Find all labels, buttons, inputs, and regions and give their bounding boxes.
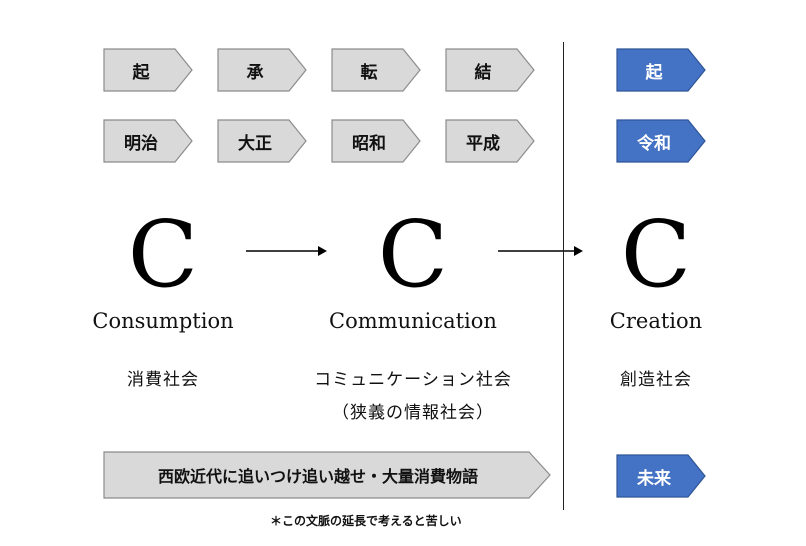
- modern-narrative-banner: 西欧近代に追いつけ追い越せ・大量消費物語: [103, 451, 551, 499]
- phase-chevron-3: 転: [331, 48, 421, 92]
- era-divider: [563, 42, 564, 510]
- future-chevron: 未来: [616, 454, 706, 498]
- era-chevron-3: 昭和: [331, 119, 421, 163]
- stage-english-creation: Creation: [609, 309, 703, 333]
- footnote: ＊この文脈の延長で考えると苦しい: [270, 514, 462, 528]
- future-phase-chevron: 起: [616, 48, 706, 92]
- stage-japanese-creation: 創造社会: [620, 370, 692, 390]
- stage-letter-consumption: C: [127, 201, 199, 308]
- future-label: 未来: [637, 468, 671, 489]
- phase-chevron-4: 結: [445, 48, 535, 92]
- era-label: 昭和: [352, 133, 386, 154]
- era-label: 明治: [124, 133, 158, 154]
- era-label: 平成: [466, 133, 500, 154]
- stage-english-consumption: Consumption: [92, 309, 234, 333]
- phase-label: 結: [474, 62, 492, 83]
- stage-japanese-communication: コミュニケーション社会: [314, 370, 512, 390]
- right-arrow-icon: [246, 246, 327, 256]
- future-phase-label: 起: [645, 62, 663, 83]
- stage-letter-creation: C: [620, 201, 692, 308]
- era-chevron-2: 大正: [217, 119, 307, 163]
- future-era-label: 令和: [637, 133, 671, 154]
- era-label: 大正: [238, 133, 272, 154]
- banner-label: 西欧近代に追いつけ追い越せ・大量消費物語: [157, 467, 478, 486]
- phase-chevron-1: 起: [103, 48, 193, 92]
- stage-japanese-communication-sub: （狭義の情報社会）: [332, 403, 494, 423]
- era-chevron-1: 明治: [103, 119, 193, 163]
- future-era-chevron: 令和: [616, 119, 706, 163]
- stage-japanese-consumption: 消費社会: [127, 370, 199, 390]
- phase-label: 起: [132, 62, 150, 83]
- phase-chevron-2: 承: [217, 48, 307, 92]
- right-arrow-icon: [498, 246, 583, 256]
- phase-label: 転: [360, 62, 378, 83]
- stage-english-communication: Communication: [329, 309, 497, 333]
- era-chevron-4: 平成: [445, 119, 535, 163]
- phase-label: 承: [246, 62, 264, 83]
- stage-letter-communication: C: [377, 201, 449, 308]
